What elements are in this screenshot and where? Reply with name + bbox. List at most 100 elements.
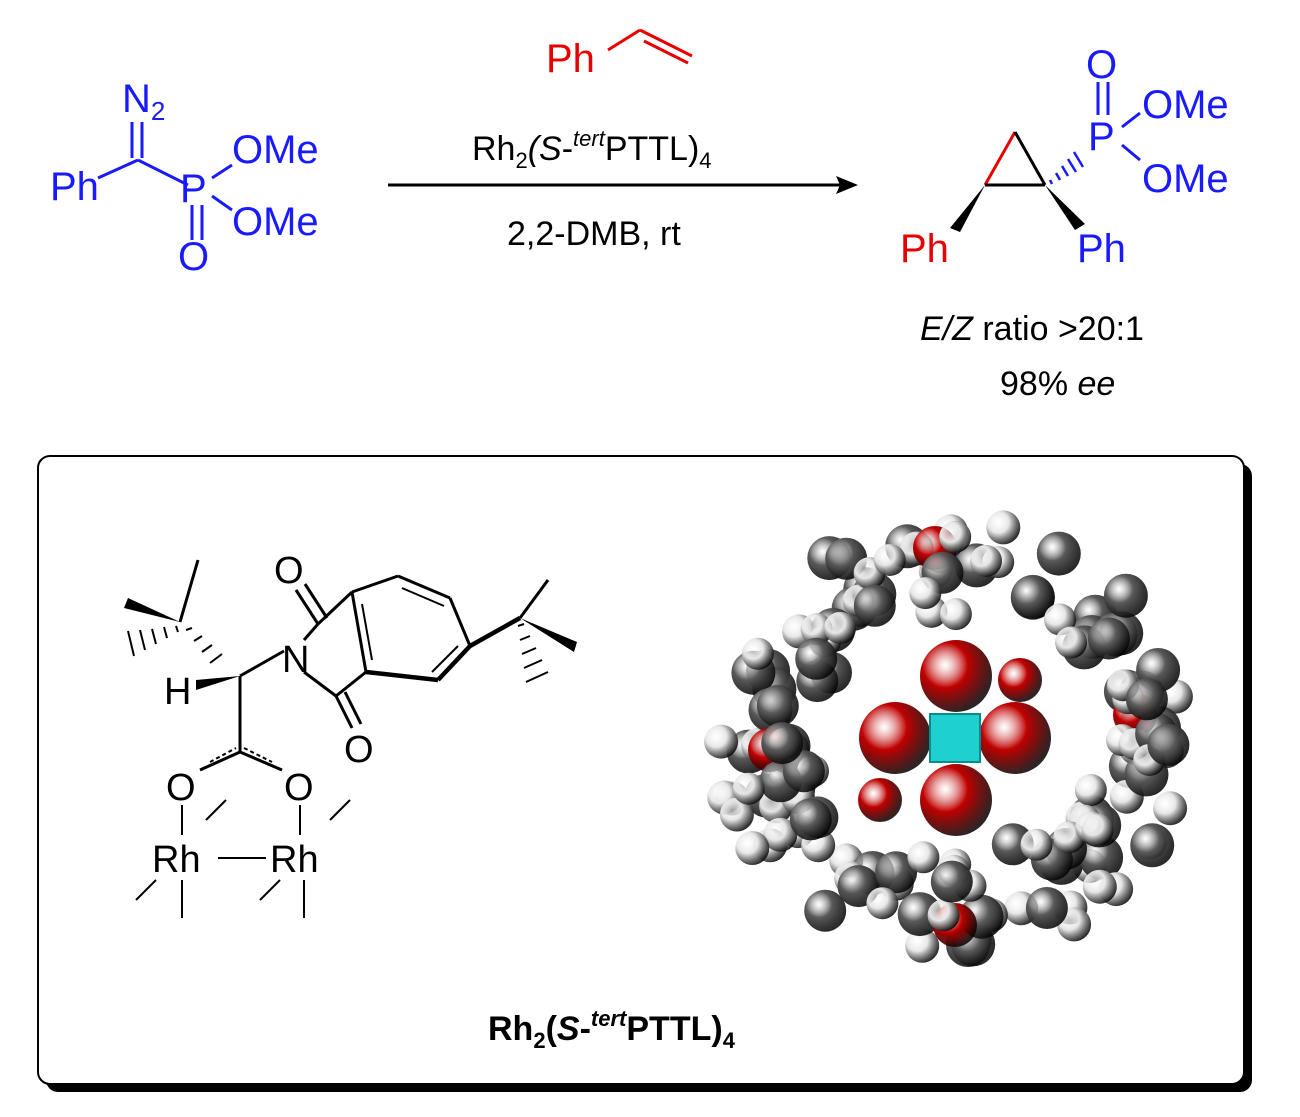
oxygen-atom [858,778,902,822]
carbon-atom [756,685,799,727]
product-ph-blue-label: Ph [1077,227,1126,271]
reactant-structure: N2 Ph P O OMe OMe [50,77,319,279]
hydrogen-atom [986,510,1021,545]
benz-2-inner [401,587,445,607]
benz-5 [365,669,439,683]
hydrogen-atom [704,724,739,759]
rhodium-core [929,713,981,763]
ring-bond-red [983,131,1017,186]
bond-p-ome1 [211,163,233,180]
bond-ph-c [97,158,139,180]
bond-cc-o1 [199,750,241,772]
bond-cc-o2-dash [243,747,273,763]
reactant-ome2-label: OMe [232,200,319,244]
tbu-methyl-up [178,559,200,623]
catalyst-2d-structure [124,559,577,918]
benz-1 [351,574,399,594]
hydrogen-atom [1082,869,1117,904]
catalyst-caption: Rh2(S-tertPTTL)4 [488,1006,736,1053]
carbon-atom [1130,823,1175,868]
hydrogen-atom [1055,626,1088,659]
oxygen-atom [979,702,1051,774]
hydrogen-atom [927,899,960,932]
hydrogen-atom [1153,791,1188,826]
product-ph-red-label: Ph [900,227,949,271]
wedge-red-ph [950,185,985,232]
carbon-atom [1025,887,1068,929]
reactant-ome1-label: OMe [232,128,319,172]
carbon-atom [853,584,896,627]
hydrogen-atom [939,598,972,631]
carbon-atom [1036,531,1081,576]
bond-c-p [137,158,189,187]
carbon-atom [897,892,942,937]
carbon-atom [804,889,847,932]
ring-tbu-me1 [518,579,550,619]
hydrogen-atom [1074,774,1107,806]
cat-o-top-label: O [274,550,304,592]
cat-rh-right-label: Rh [270,839,319,881]
oxygen-atom [920,764,992,836]
carbon-atom [795,637,838,680]
carbon-atom [1125,678,1168,721]
hydrogen-atom [1081,813,1114,846]
bond-c2-o [334,695,354,729]
hydrogen-atom [732,772,765,805]
cat-rh-left-label: Rh [152,839,201,881]
space-filling-model [704,510,1193,967]
hydrogen-atom [939,520,972,553]
product-p-label: P [1088,115,1115,159]
product-o-label: O [1086,43,1117,87]
benz-6 [350,591,368,673]
carbon-atom [930,860,973,903]
conditions-label: 2,2-DMB, rt [507,215,681,253]
bond-c2-o-2 [343,691,363,725]
benz-6-inner [361,603,373,661]
reactant-p-label: P [180,167,207,211]
carbon-atom [1103,573,1148,618]
ring-tbu-wedge [520,618,577,652]
bond-cc-o1-dash [209,747,237,763]
hydrogen-atom [873,544,906,576]
benz-4 [436,644,472,682]
hydrogen-atom [824,611,857,644]
bond-c1-o-2 [303,583,329,619]
wedge-blue-ph [1045,185,1085,230]
cat-h-label: H [164,671,191,713]
cat-n-label: N [282,639,309,681]
hydrogen-atom [907,841,940,874]
cat-o-bottom-label: O [344,729,374,771]
bond-ca-n [239,649,285,678]
ring-tbu-bond [468,616,522,648]
alpha-hash [185,627,223,664]
styrene-vinyl [607,28,693,65]
h-wedge [196,676,240,690]
oxygen-atom [859,702,931,774]
hydrogen-atom [909,577,942,610]
bond-c1-o [294,589,320,625]
reactant-o-label: O [178,235,209,279]
hydrogen-atom [763,817,798,852]
carbon-atom [1147,723,1190,766]
arrow-head [836,176,858,194]
rh-ligand-stubs [135,799,351,918]
catalyst-label: Rh2(S-tertPTTL)4 [472,126,712,173]
carbon-atom [875,851,918,894]
hydrogen-atom [866,887,899,920]
carbon-atom [761,722,804,765]
benz-4-inner [431,645,459,673]
hash-bond-p [1048,151,1085,185]
hydrogen-atom [719,797,754,832]
bond-n-c1 [302,623,320,641]
ring-bond-right [1013,131,1047,186]
bond-cc-o2 [239,750,283,772]
carbon-atom [1010,574,1055,619]
bond-c2-ring [335,670,367,698]
ring-tbu-hash [517,623,549,683]
product-p-bonds [1096,82,1141,162]
reaction-arrow-group: Ph Rh2(S-tertPTTL)4 2,2-DMB, rt [388,28,858,253]
product-ome2-label: OMe [1142,157,1229,201]
bond-p-ome2 [211,194,233,212]
product-structure: O P OMe OMe Ph Ph E/Z ratio >20:1 98% ee [900,43,1229,403]
